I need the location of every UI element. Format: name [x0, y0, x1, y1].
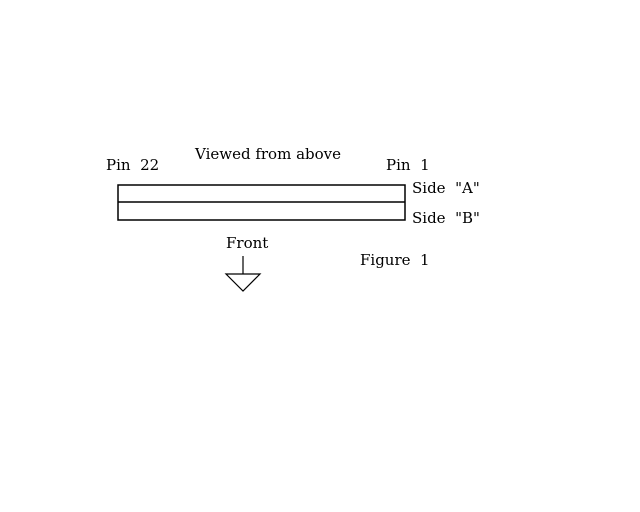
- side-b-label: Side "B": [412, 209, 480, 227]
- diagram-title: Viewed from above: [195, 145, 342, 163]
- front-arrow-icon: [224, 273, 262, 292]
- pin-right-label: Pin 1: [386, 156, 430, 174]
- pin-left-label: Pin 22: [106, 156, 160, 174]
- figure-label: Figure 1: [360, 251, 430, 269]
- front-label: Front: [226, 234, 269, 252]
- side-a-label: Side "A": [412, 179, 480, 197]
